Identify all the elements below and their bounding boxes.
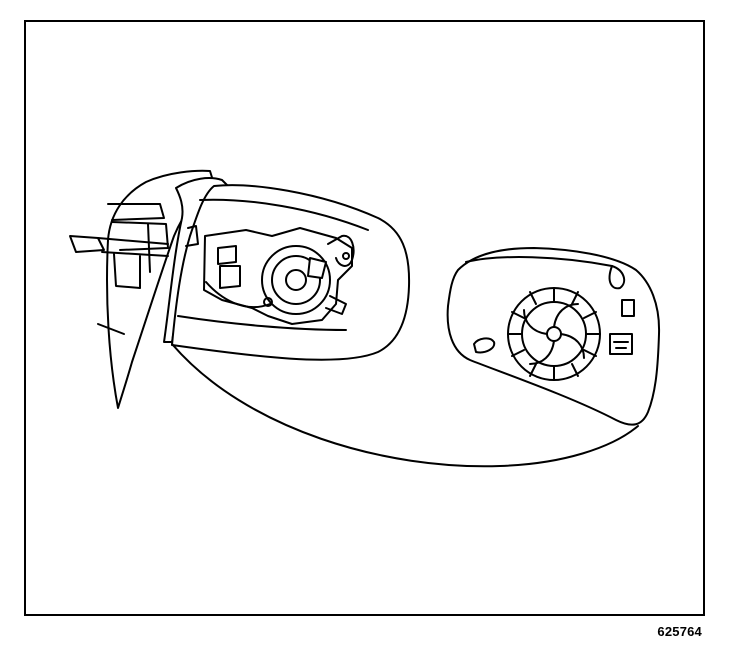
wiring-connector (69, 203, 169, 335)
mirror-actuator (203, 227, 355, 325)
assembly-sweep-line (171, 343, 639, 468)
pivot-plate (507, 287, 601, 381)
figure-number: 625764 (657, 624, 702, 639)
